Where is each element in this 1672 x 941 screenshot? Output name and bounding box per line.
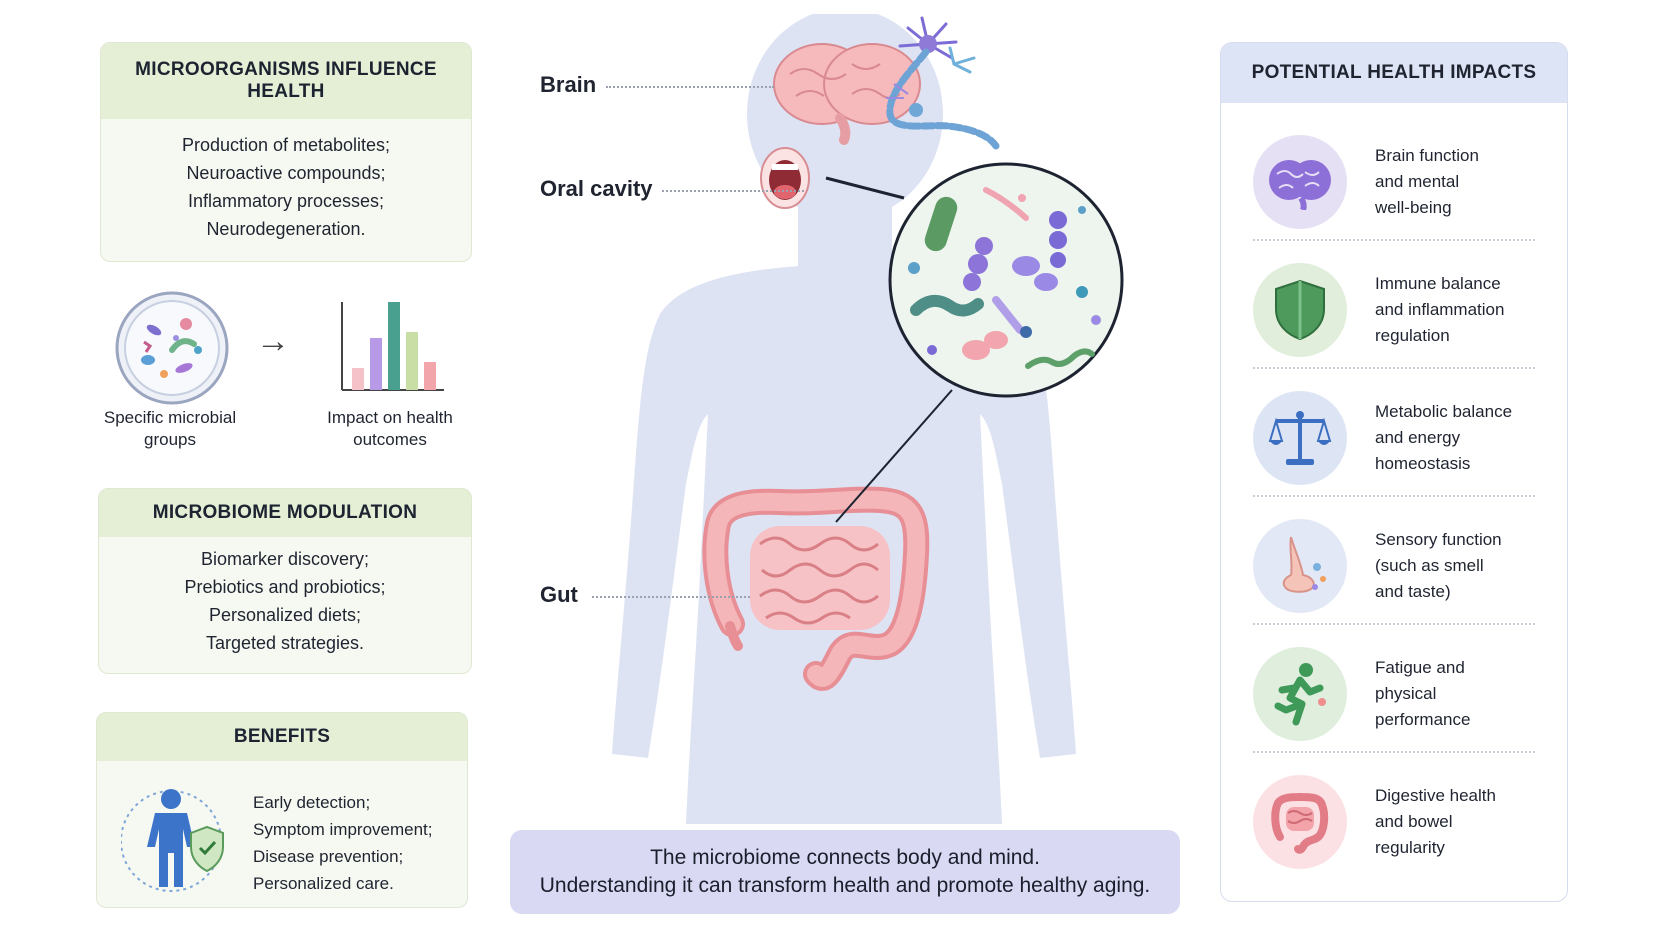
oral-pointer	[662, 190, 804, 192]
impact-separator	[1253, 239, 1535, 241]
benefits-item: Early detection;	[253, 793, 371, 812]
impact-separator	[1253, 623, 1535, 625]
neuron-icon	[886, 16, 1000, 150]
impact-text: Metabolic balance and energy homeostasis	[1375, 399, 1512, 477]
benefits-item: Disease prevention;	[253, 847, 404, 866]
impact-item: Immune balance and inflammation regulati…	[1253, 247, 1535, 373]
influence-item: Production of metabolites;	[181, 135, 391, 155]
impact-line: Fatigue and	[1375, 658, 1465, 677]
impact-line: Brain function	[1375, 146, 1479, 165]
impact-line: performance	[1375, 710, 1471, 729]
modulation-box: MICROBIOME MODULATION Biomarker discover…	[98, 488, 472, 674]
influence-item: Neuroactive compounds;	[186, 163, 386, 183]
flow-right-label: Impact on health outcomes	[310, 407, 470, 451]
body-illustration	[612, 14, 1076, 824]
impact-line: Sensory function	[1375, 530, 1502, 549]
impact-line: homeostasis	[1375, 454, 1471, 473]
impact-line: and energy	[1375, 428, 1461, 447]
benefits-title: BENEFITS	[97, 713, 467, 761]
impact-line: regulation	[1375, 326, 1450, 345]
brain-illustration	[773, 43, 921, 145]
impact-item: Sensory function (such as smell and tast…	[1253, 503, 1535, 629]
petri-dish-icon	[115, 291, 229, 405]
bar-chart-icon	[341, 302, 444, 391]
caption-line2: Understanding it can transform health an…	[539, 874, 1151, 897]
flow-left-label-line2: groups	[144, 430, 196, 449]
modulation-item: Targeted strategies.	[205, 633, 365, 653]
influence-item: Neurodegeneration.	[206, 219, 366, 239]
brain-label: Brain	[540, 72, 597, 97]
modulation-title: MICROBIOME MODULATION	[99, 489, 471, 537]
flow-right-label-line1: Impact on health	[327, 408, 453, 427]
impact-text: Brain function and mental well-being	[1375, 143, 1479, 221]
impact-item: Fatigue and physical performance	[1253, 631, 1535, 757]
impact-line: and inflammation	[1375, 300, 1505, 319]
summary-caption: The microbiome connects body and mind. U…	[510, 830, 1180, 914]
impact-item: Brain function and mental well-being	[1253, 119, 1535, 245]
benefits-item: Symptom improvement;	[253, 820, 433, 839]
benefits-box: BENEFITS Early detection; Symptom improv…	[96, 712, 468, 908]
gut-pointer	[592, 596, 750, 598]
gut-label: Gut	[540, 582, 578, 607]
impact-line: and bowel	[1375, 812, 1453, 831]
impact-text: Fatigue and physical performance	[1375, 655, 1470, 733]
influence-item: Inflammatory processes;	[187, 191, 385, 211]
flow-left-label-line1: Specific microbial	[103, 408, 237, 427]
benefits-list: Early detection; Symptom improvement; Di…	[253, 789, 433, 897]
impact-line: regularity	[1375, 838, 1445, 857]
impact-text: Immune balance and inflammation regulati…	[1375, 271, 1504, 349]
impact-line: (such as smell	[1375, 556, 1484, 575]
brain-icon	[1253, 135, 1347, 229]
influence-box: MICROORGANISMS INFLUENCE HEALTH Producti…	[100, 42, 472, 262]
shield-icon	[1253, 263, 1347, 357]
impact-line: Metabolic balance	[1375, 402, 1513, 421]
impact-line: Digestive health	[1375, 786, 1496, 805]
impact-line: Immune balance	[1375, 274, 1501, 293]
impact-line: well-being	[1375, 198, 1452, 217]
impact-text: Sensory function (such as smell and tast…	[1375, 527, 1502, 605]
microbes-magnified	[888, 162, 1124, 398]
modulation-item: Personalized diets;	[208, 605, 362, 625]
flow-right-label-line2: outcomes	[353, 430, 427, 449]
influence-title-line1: MICROORGANISMS INFLUENCE	[135, 59, 437, 80]
impact-text: Digestive health and bowel regularity	[1375, 783, 1496, 861]
modulation-list: Biomarker discovery; Prebiotics and prob…	[99, 537, 471, 657]
benefits-item: Personalized care.	[253, 874, 394, 893]
impact-line: physical	[1375, 684, 1437, 703]
mouth-illustration	[760, 147, 810, 209]
health-impacts-title: POTENTIAL HEALTH IMPACTS	[1221, 43, 1567, 103]
influence-title: MICROORGANISMS INFLUENCE HEALTH	[101, 43, 471, 119]
impact-separator	[1253, 495, 1535, 497]
caption-line1: The microbiome connects body and mind.	[650, 846, 1040, 869]
flow-arrow: →	[256, 322, 290, 360]
modulation-item: Prebiotics and probiotics;	[184, 577, 386, 597]
impact-separator	[1253, 751, 1535, 753]
impact-separator	[1253, 367, 1535, 369]
impact-line: and taste)	[1375, 582, 1451, 601]
runner-icon	[1253, 647, 1347, 741]
influence-list: Production of metabolites; Neuroactive c…	[101, 119, 471, 243]
scale-icon	[1253, 391, 1347, 485]
impact-item: Digestive health and bowel regularity	[1253, 759, 1535, 885]
intestine-icon	[1253, 775, 1347, 869]
influence-title-line2: HEALTH	[247, 81, 325, 102]
impact-line: and mental	[1375, 172, 1460, 191]
oral-cavity-label: Oral cavity	[540, 176, 653, 201]
flow-left-label: Specific microbial groups	[90, 407, 250, 451]
person-shield-icon	[121, 789, 224, 892]
nose-icon	[1253, 519, 1347, 613]
modulation-item: Biomarker discovery;	[200, 549, 370, 569]
health-impacts-panel: POTENTIAL HEALTH IMPACTS Brain function …	[1220, 42, 1568, 902]
impact-item: Metabolic balance and energy homeostasis	[1253, 375, 1535, 501]
intestine-illustration	[702, 486, 930, 691]
brain-pointer	[606, 86, 774, 88]
